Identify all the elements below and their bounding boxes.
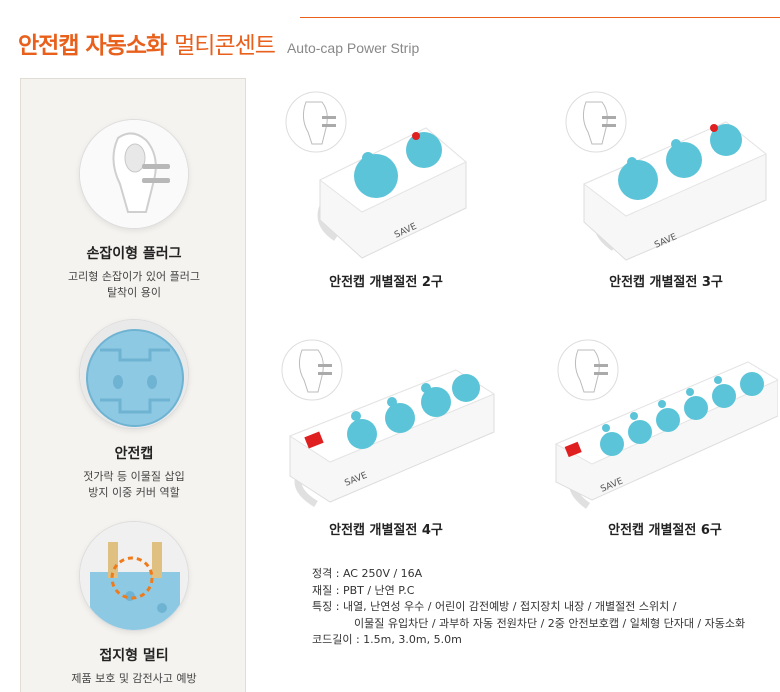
feature-title: 접지형 멀티 (99, 648, 169, 664)
feature-sidebar: 손잡이형 플러그 고리형 손잡이가 있어 플러그 탈착이 용이 안전캡 젓가락 … (20, 78, 246, 692)
grounded-image (79, 521, 189, 631)
header-divider (300, 17, 780, 18)
product-2-outlet: SAVE 안전캡 개별절전 2구 (276, 88, 496, 290)
spec-cord: 코드길이 : 1.5m, 3.0m, 5.0m (312, 633, 462, 646)
product-3-outlet: SAVE 안전캡 개별절전 3구 (556, 88, 776, 290)
feature-desc: 고리형 손잡이가 있어 플러그 탈착이 용이 (68, 270, 200, 299)
product-caption: 안전캡 개별절전 4구 (329, 523, 443, 538)
plug-icon (80, 120, 188, 228)
feature-safety-cap: 안전캡 젓가락 등 이물질 삽입 방지 이중 커버 역할 (21, 319, 247, 501)
power-strip-4-image: SAVE (281, 339, 496, 508)
feature-title: 안전캡 (114, 446, 154, 462)
title-english: Auto-cap Power Strip (286, 40, 420, 56)
page-header: 안전캡 자동소화 멀티콘센트 Auto-cap Power Strip (18, 26, 420, 59)
spec-features-cont: 이물질 유입차단 / 과부하 자동 전원차단 / 2중 안전보호캡 / 일체형 … (354, 616, 746, 630)
spec-material: 재질 : PBT / 난연 P.C (312, 583, 415, 597)
power-strip-6-image: SAVE (554, 339, 780, 509)
feature-title: 손잡이형 플러그 (86, 246, 182, 262)
feature-grounded: 접지형 멀티 제품 보호 및 감전사고 예방 (21, 521, 247, 687)
power-strip-2-image: SAVE (285, 91, 467, 259)
title-bold: 안전캡 자동소화 (18, 33, 167, 59)
product-caption: 안전캡 개별절전 2구 (329, 275, 443, 290)
plug-image (79, 119, 189, 229)
safety-cap-image (79, 319, 189, 429)
spec-rating: 정격 : AC 250V / 16A (312, 567, 423, 580)
title-light: 멀티콘센트 (174, 33, 276, 59)
product-6-outlet: SAVE 안전캡 개별절전 6구 (552, 336, 780, 538)
product-4-outlet: SAVE 안전캡 개별절전 4구 (276, 336, 496, 538)
product-caption: 안전캡 개별절전 6구 (608, 523, 722, 538)
power-strip-3-image: SAVE (565, 91, 767, 261)
spec-features: 특징 : 내열, 난연성 우수 / 어린이 감전예방 / 접지장치 내장 / 개… (312, 600, 677, 613)
feature-plug: 손잡이형 플러그 고리형 손잡이가 있어 플러그 탈착이 용이 (21, 119, 247, 301)
product-caption: 안전캡 개별절전 3구 (609, 275, 723, 290)
ground-contact-icon (80, 522, 188, 630)
feature-desc: 젓가락 등 이물질 삽입 방지 이중 커버 역할 (83, 470, 185, 499)
spec-list: 정격 : AC 250V / 16A 재질 : PBT / 난연 P.C 특징 … (312, 566, 745, 649)
safety-cap-icon (80, 320, 188, 428)
feature-desc: 제품 보호 및 감전사고 예방 (71, 672, 197, 685)
